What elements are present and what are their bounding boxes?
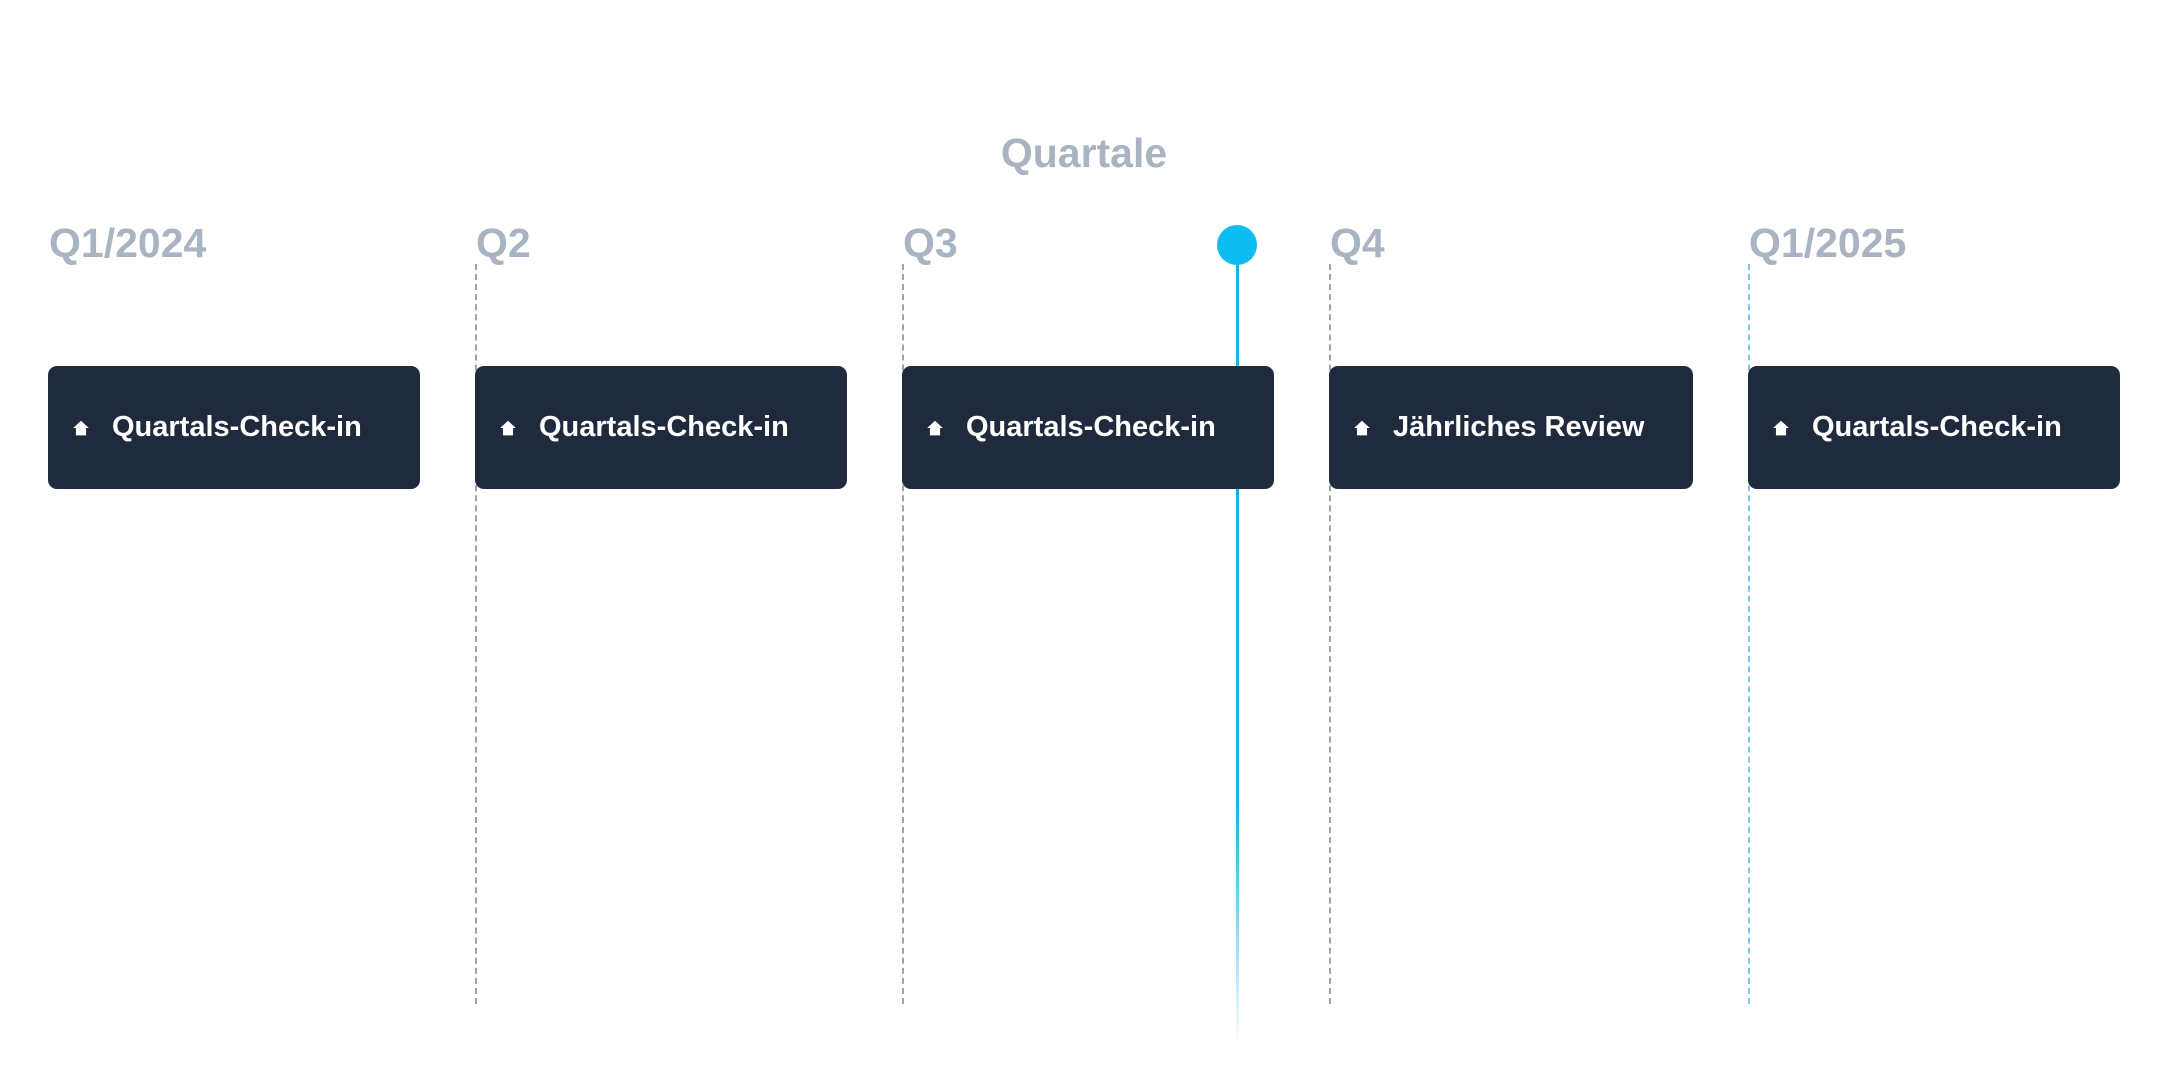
column-label-q1-2024: Q1/2024 (49, 220, 207, 266)
event-card-q4[interactable]: Jährliches Review (1329, 366, 1693, 489)
event-card-label: Quartals-Check-in (966, 411, 1216, 443)
home-icon (1770, 417, 1792, 439)
event-card-q3[interactable]: Quartals-Check-in (902, 366, 1274, 489)
current-time-line (1236, 246, 1239, 1046)
event-card-label: Quartals-Check-in (1812, 411, 2062, 443)
event-card-label: Quartals-Check-in (539, 411, 789, 443)
home-icon (70, 417, 92, 439)
event-card-q2[interactable]: Quartals-Check-in (475, 366, 847, 489)
event-card-q1-2025[interactable]: Quartals-Check-in (1748, 366, 2120, 489)
home-icon (497, 417, 519, 439)
timeline-title: Quartale (1000, 130, 1168, 176)
gridline-q4 (1329, 264, 1331, 1004)
gridline-q2 (475, 264, 477, 1004)
home-icon (924, 417, 946, 439)
column-label-q4: Q4 (1330, 220, 1385, 266)
home-icon (1351, 417, 1373, 439)
event-card-label: Quartals-Check-in (112, 411, 362, 443)
column-label-q3: Q3 (903, 220, 958, 266)
column-label-q1-2025: Q1/2025 (1749, 220, 1907, 266)
column-label-q2: Q2 (476, 220, 531, 266)
event-card-q1-2024[interactable]: Quartals-Check-in (48, 366, 420, 489)
gridline-q3 (902, 264, 904, 1004)
event-card-label: Jährliches Review (1393, 411, 1645, 443)
gridline-q1-2025 (1748, 264, 1750, 1004)
current-time-marker[interactable] (1217, 225, 1257, 265)
